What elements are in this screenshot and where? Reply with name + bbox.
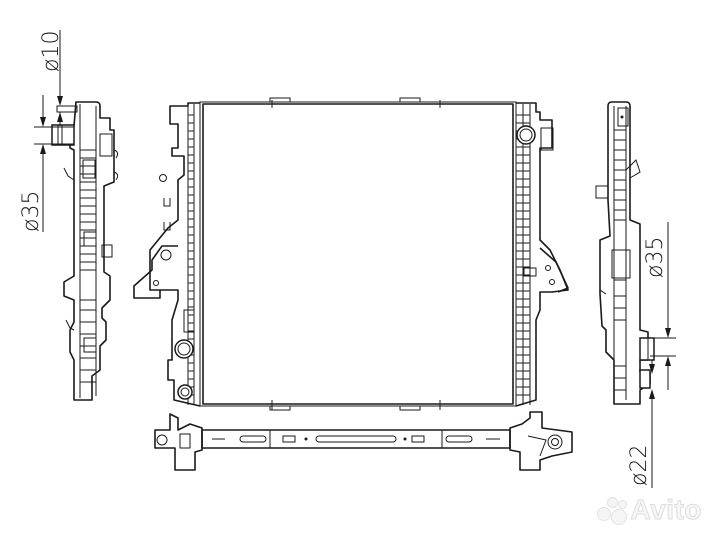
dimension-label-diameter-10: ø10 bbox=[39, 31, 64, 72]
left-tank bbox=[133, 102, 201, 407]
left-side-view bbox=[51, 101, 119, 401]
front-view bbox=[133, 97, 569, 411]
dimension-label-diameter-22: ø22 bbox=[627, 445, 652, 486]
dimension-right-small-pipe: ø22 bbox=[627, 360, 655, 488]
bottom-view bbox=[154, 411, 573, 471]
dimension-left-inlet: ø35 bbox=[19, 95, 74, 232]
dimension-right-outlet: ø35 bbox=[643, 222, 676, 390]
right-tank bbox=[515, 102, 569, 407]
right-side-view bbox=[595, 101, 655, 405]
dimension-left-top-pipe: ø10 bbox=[39, 30, 64, 126]
watermark-text: Avito bbox=[630, 494, 702, 526]
dimension-label-diameter-35-left: ø35 bbox=[19, 191, 44, 232]
avito-watermark: Avito bbox=[596, 494, 702, 526]
avito-logo-icon bbox=[596, 497, 627, 525]
dimension-label-diameter-35-right: ø35 bbox=[643, 237, 668, 278]
